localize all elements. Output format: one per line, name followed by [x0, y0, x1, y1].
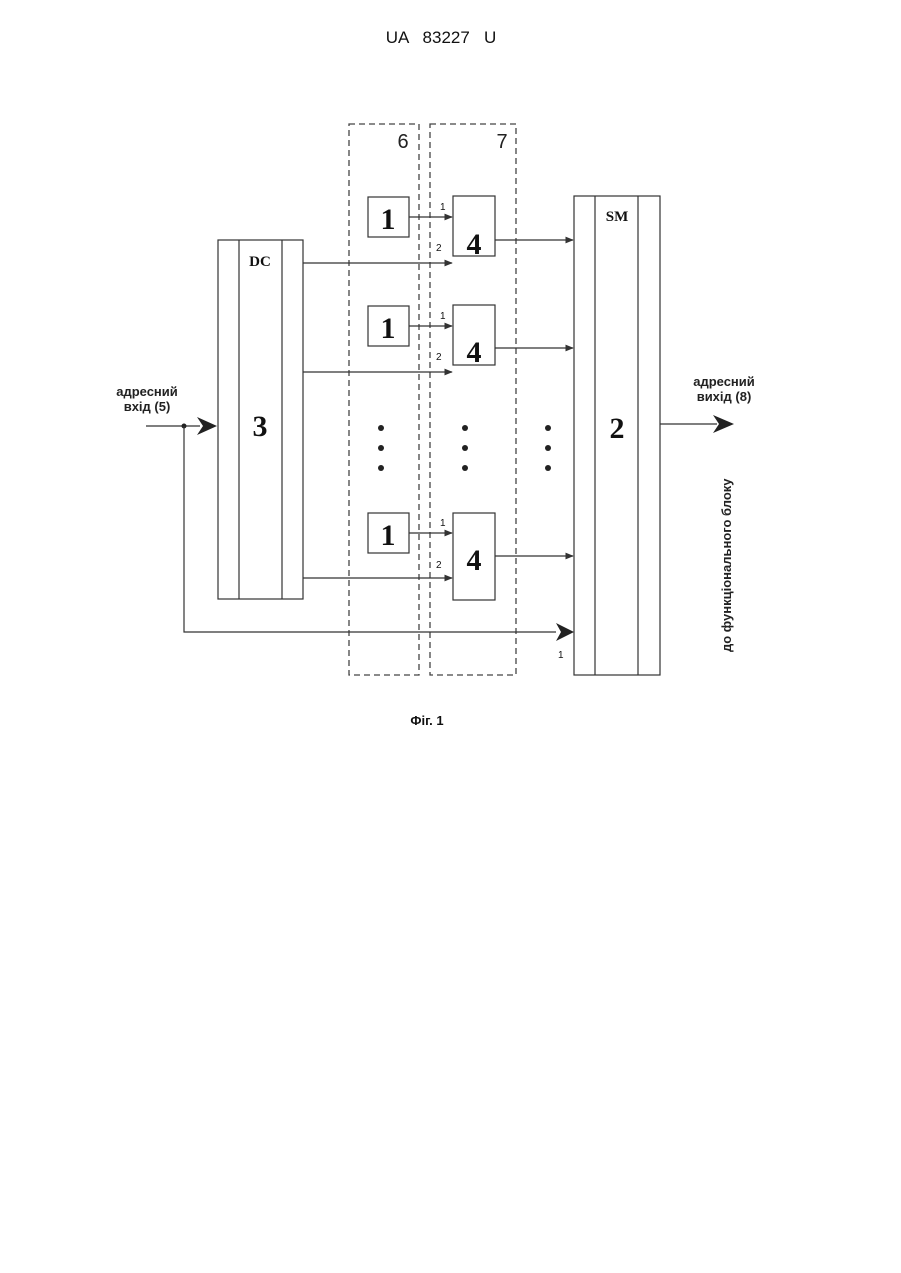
to-functional-block-label: до функціонального блоку [719, 478, 734, 652]
sm-input-1-label: 1 [558, 650, 564, 661]
port-2-row3: 2 [436, 560, 442, 571]
adder-label: SM [606, 209, 629, 225]
document-number: UA 83227 U [386, 28, 497, 47]
and-number-row3: 4 [467, 544, 482, 577]
figure-caption: Фіг. 1 [410, 713, 443, 728]
output-label-line2: вихід (8) [697, 389, 752, 404]
bypass-arrowhead [556, 623, 574, 641]
port-2-row2: 2 [436, 352, 442, 363]
decoder-number: 3 [253, 410, 268, 443]
group-7-label: 7 [496, 131, 507, 153]
and-number-row2: 4 [467, 336, 482, 369]
and-number-row1: 4 [467, 228, 482, 261]
group-6-label: 6 [397, 131, 408, 153]
port-1-row2: 1 [440, 311, 446, 322]
adder-number: 2 [610, 412, 625, 445]
generator-number-row1: 1 [381, 203, 396, 236]
generator-number-row2: 1 [381, 312, 396, 345]
output-label-line1: адресний [693, 374, 755, 389]
ellipsis-dots [378, 425, 551, 471]
generator-number-row3: 1 [381, 519, 396, 552]
port-1-row1: 1 [440, 202, 446, 213]
port-1-row3: 1 [440, 518, 446, 529]
port-2-row1: 2 [436, 243, 442, 254]
decoder-label: DC [249, 254, 271, 270]
input-label-line1: адресний [116, 384, 178, 399]
input-label-line2: вхід (5) [124, 399, 171, 414]
